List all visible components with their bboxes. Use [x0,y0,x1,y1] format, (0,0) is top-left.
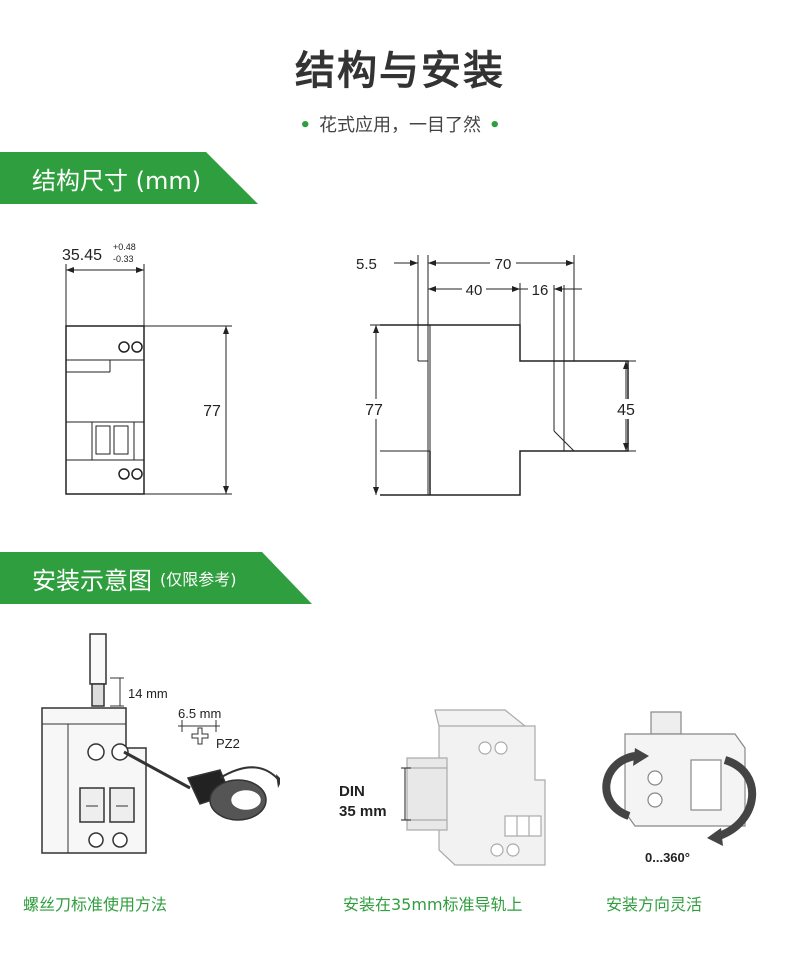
tip-size-label: 6.5 mm [178,706,221,721]
side-view-drawing: 5.5 70 40 16 77 45 [356,253,640,496]
din-label-line2: 35 mm [339,803,387,820]
front-tol-plus: +0.48 [113,242,136,252]
din-label-line1: DIN [339,783,365,800]
caption-direction: 安装方向灵活 [606,895,703,914]
side-offset-label: 5.5 [356,256,377,273]
front-tol-minus: -0.33 [113,254,134,264]
section-dimensions-header: 结构尺寸 (mm) [0,152,258,204]
screwdriver-illustration: 14 mm 6.5 mm PZ2 [41,633,280,854]
section-dimensions-title: 结构尺寸 (mm) [32,166,202,195]
section-install-title: 安装示意图 [32,566,152,595]
front-height-label: 77 [203,403,221,420]
side-height-label: 77 [365,402,383,419]
strip-length-label: 14 mm [128,686,168,701]
section-install-header: 安装示意图 (仅限参考) [0,552,312,604]
side-depth16-label: 16 [532,282,549,299]
front-width-label: 35.45 [62,247,102,264]
bullet-left: • [299,115,311,136]
front-view-drawing: 35.45 +0.48 -0.33 77 [62,242,232,495]
side-depth40-label: 40 [466,282,483,299]
rotation-illustration: 0...360° [602,711,756,865]
page-subtitle: • 花式应用，一目了然 • [0,111,800,137]
din-rail-illustration: DIN 35 mm [339,709,546,866]
side-step-label: 45 [617,402,635,419]
rotation-range-label: 0...360° [645,850,690,865]
subtitle-text: 花式应用，一目了然 [319,115,481,136]
bullet-right: • [489,115,501,136]
page-title: 结构与安装 [295,48,505,94]
side-total-label: 70 [495,256,512,273]
section-install-note: (仅限参考) [160,570,237,589]
caption-din: 安装在35mm标准导轨上 [343,895,523,914]
caption-screwdriver: 螺丝刀标准使用方法 [23,895,168,914]
bit-type-label: PZ2 [216,736,240,751]
